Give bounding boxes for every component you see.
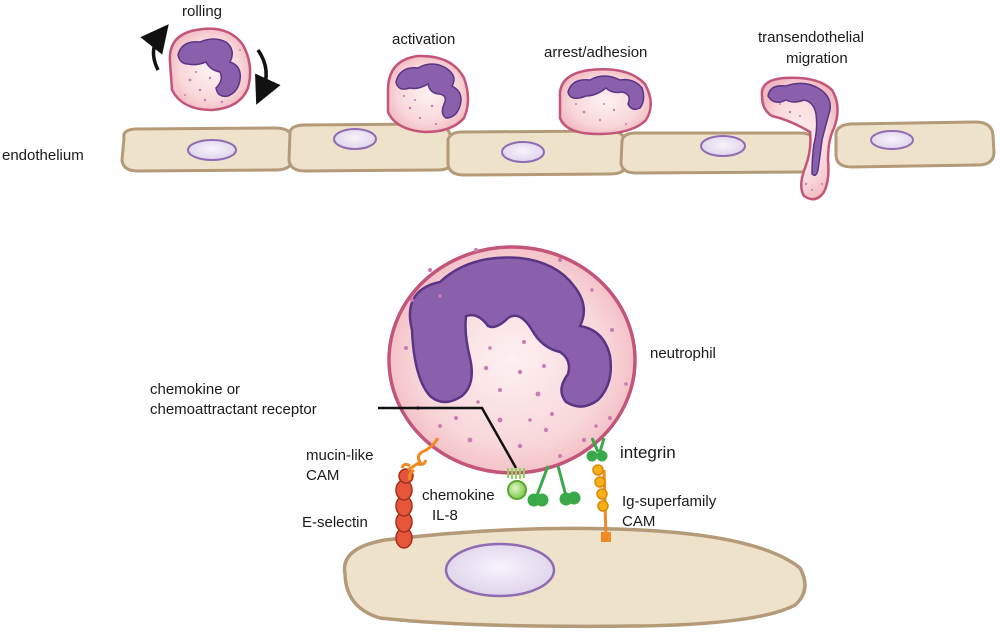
- receptor-leader-line: [378, 406, 518, 469]
- neutrophil-nucleus: [408, 256, 612, 408]
- label-igsf-line2: CAM: [622, 513, 655, 530]
- label-arrest-adhesion: arrest/adhesion: [544, 44, 647, 61]
- label-igsf-line1: Ig-superfamily: [622, 493, 717, 510]
- endothelial-nucleus-detail: [444, 542, 556, 598]
- label-receptor-line2: chemoattractant receptor: [150, 401, 317, 418]
- rolling-neutrophil: [140, 24, 281, 112]
- activation-nucleus: [395, 63, 462, 119]
- ig-superfamily-cam: [592, 464, 611, 542]
- endothelial-nucleus-5: [870, 130, 914, 150]
- e-selectin: [395, 468, 414, 549]
- endothelial-cell-detail: [342, 526, 807, 629]
- rolling-arrow-left: [140, 24, 169, 71]
- rolling-nucleus: [177, 38, 242, 98]
- endothelial-nucleus-3: [501, 141, 545, 163]
- endothelial-nucleus-4: [700, 135, 746, 157]
- adhesion-nucleus: [567, 75, 645, 111]
- label-chemokine-line2: IL-8: [432, 507, 458, 524]
- label-chemokine-line1: chemokine: [422, 487, 495, 504]
- label-rolling: rolling: [182, 3, 222, 20]
- activation-neutrophil: [386, 54, 470, 134]
- neutrophil-detail: [387, 245, 637, 475]
- label-migration-line1: transendothelial: [758, 29, 864, 46]
- migrating-nucleus: [767, 82, 831, 177]
- adhesion-neutrophil: [558, 68, 652, 136]
- label-e-selectin: E-selectin: [302, 514, 368, 531]
- integrin-molecules: [527, 437, 608, 507]
- endothelial-nucleus-1: [187, 139, 237, 161]
- label-endothelium: endothelium: [2, 147, 84, 164]
- chemokine-il8-molecule: [507, 480, 527, 500]
- label-neutrophil: neutrophil: [650, 345, 716, 362]
- migrating-neutrophil: [760, 76, 839, 201]
- label-mucin-line2: CAM: [306, 467, 339, 484]
- label-receptor-line1: chemokine or: [150, 381, 240, 398]
- chemokine-receptor: [507, 468, 525, 479]
- label-migration-line2: migration: [786, 50, 848, 67]
- endothelium-layer: [120, 120, 996, 177]
- label-mucin-line1: mucin-like: [306, 447, 374, 464]
- label-integrin: integrin: [620, 443, 676, 462]
- mucin-like-cam: [400, 437, 440, 481]
- label-activation: activation: [392, 31, 455, 48]
- rolling-arrow-right: [255, 48, 281, 105]
- endothelial-nucleus-2: [333, 128, 377, 150]
- endothelial-cell-5: [834, 120, 996, 169]
